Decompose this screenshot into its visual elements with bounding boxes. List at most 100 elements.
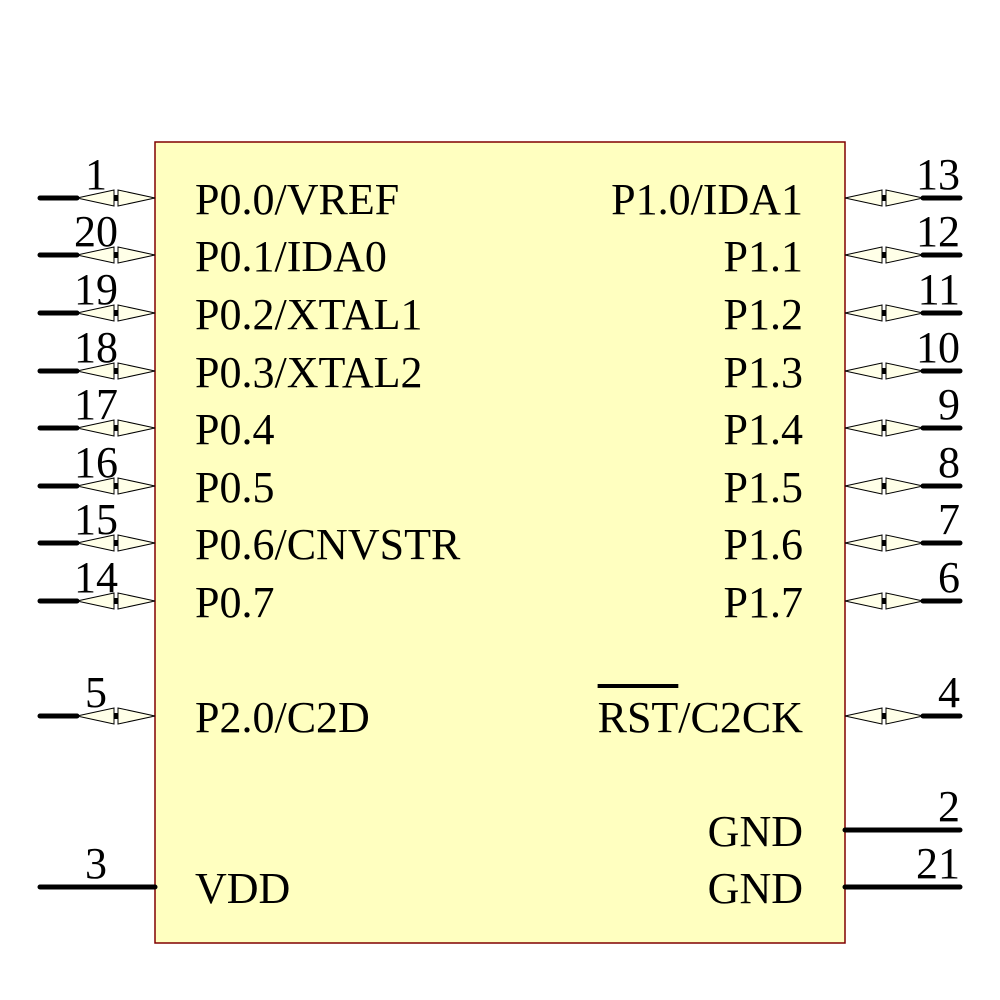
pin-stub xyxy=(114,368,118,374)
pin-label: GND xyxy=(708,864,803,913)
pin-5[interactable]: 5P2.0/C2D xyxy=(37,668,370,742)
arrow-in-icon xyxy=(844,592,883,610)
arrow-in-icon xyxy=(117,189,156,207)
arrow-in-icon xyxy=(844,707,883,725)
arrow-in-icon xyxy=(117,534,156,552)
pin-number: 8 xyxy=(938,438,960,487)
pin-label: P0.2/XTAL1 xyxy=(195,290,422,339)
pin-number: 5 xyxy=(85,668,107,717)
pin-label: P1.1 xyxy=(724,232,803,281)
pin-number: 12 xyxy=(916,207,960,256)
pin-1[interactable]: 1P0.0/VREF xyxy=(37,150,399,224)
pin-stub xyxy=(114,310,118,316)
pin-number: 11 xyxy=(918,265,960,314)
pin-stub xyxy=(882,540,886,546)
pin-number: 4 xyxy=(938,668,960,717)
pin-number: 2 xyxy=(938,782,960,831)
arrow-in-icon xyxy=(117,419,156,437)
pin-label: RST/C2CK xyxy=(598,693,804,742)
arrow-out-icon xyxy=(885,707,924,725)
arrow-out-icon xyxy=(885,534,924,552)
pin-label: P1.5 xyxy=(724,463,803,512)
pin-stub xyxy=(882,598,886,604)
pin-stub xyxy=(114,598,118,604)
pin-stub xyxy=(882,310,886,316)
pin-number: 20 xyxy=(74,207,118,256)
pin-label: VDD xyxy=(195,864,290,913)
pin-number: 6 xyxy=(938,553,960,602)
pin-label: GND xyxy=(708,807,803,856)
arrow-in-icon xyxy=(117,477,156,495)
pin-label: P0.4 xyxy=(195,405,274,454)
pin-label: P1.7 xyxy=(724,578,803,627)
pin-number: 7 xyxy=(938,495,960,544)
pin-number: 19 xyxy=(74,265,118,314)
pin-label: P1.3 xyxy=(724,348,803,397)
arrow-in-icon xyxy=(844,362,883,380)
pin-number: 10 xyxy=(916,323,960,372)
arrow-in-icon xyxy=(844,189,883,207)
pin-6[interactable]: 6P1.7 xyxy=(724,553,963,627)
arrow-in-icon xyxy=(844,419,883,437)
arrow-in-icon xyxy=(117,362,156,380)
arrow-in-icon xyxy=(844,534,883,552)
arrow-in-icon xyxy=(117,304,156,322)
arrow-in-icon xyxy=(844,477,883,495)
pin-number: 21 xyxy=(916,839,960,888)
pin-stub xyxy=(882,483,886,489)
pin-7[interactable]: 7P1.6 xyxy=(724,495,963,569)
pin-stub xyxy=(114,483,118,489)
pin-number: 17 xyxy=(74,380,118,429)
pin-stub xyxy=(114,425,118,431)
pin-number: 3 xyxy=(85,839,107,888)
pin-9[interactable]: 9P1.4 xyxy=(724,380,963,454)
arrow-out-icon xyxy=(885,592,924,610)
pin-label: P1.4 xyxy=(724,405,803,454)
pin-number: 16 xyxy=(74,438,118,487)
pin-label: P0.3/XTAL2 xyxy=(195,348,422,397)
ic-body[interactable] xyxy=(154,141,846,944)
left-pins: 1P0.0/VREF20P0.1/IDA019P0.2/XTAL118P0.3/… xyxy=(37,150,461,913)
pin-number: 15 xyxy=(74,495,118,544)
arrow-in-icon xyxy=(844,246,883,264)
arrow-out-icon xyxy=(885,477,924,495)
pin-stub xyxy=(114,713,118,719)
pin-stub xyxy=(882,195,886,201)
pin-stub xyxy=(114,195,118,201)
pin-label: P0.1/IDA0 xyxy=(195,232,387,281)
pin-label: P0.6/CNVSTR xyxy=(195,520,461,569)
right-pins: 13P1.0/IDA112P1.111P1.210P1.39P1.48P1.57… xyxy=(597,150,963,913)
pin-stub xyxy=(882,368,886,374)
arrow-in-icon xyxy=(117,246,156,264)
pin-label: P1.2 xyxy=(724,290,803,339)
pin-number: 1 xyxy=(85,150,107,199)
pin-number: 14 xyxy=(74,553,118,602)
pin-label: P2.0/C2D xyxy=(195,693,370,742)
pin-label: P0.5 xyxy=(195,463,274,512)
pin-8[interactable]: 8P1.5 xyxy=(724,438,963,512)
pin-number: 13 xyxy=(916,150,960,199)
arrow-in-icon xyxy=(117,592,156,610)
pin-stub xyxy=(114,252,118,258)
pin-stub xyxy=(882,425,886,431)
pin-label: P1.0/IDA1 xyxy=(611,175,803,224)
pin-number: 18 xyxy=(74,323,118,372)
pin-label: P1.6 xyxy=(724,520,803,569)
arrow-out-icon xyxy=(885,419,924,437)
